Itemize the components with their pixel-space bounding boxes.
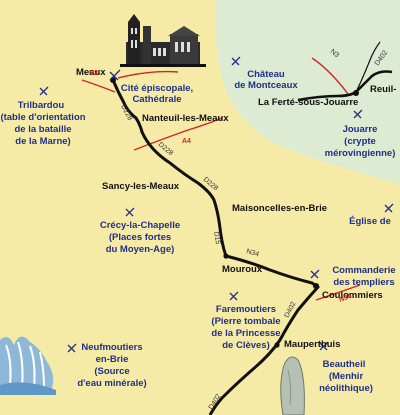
route-la-ferte — [297, 70, 393, 102]
svg-text:d'eau minérale): d'eau minérale) — [77, 378, 146, 389]
svg-text:de Montceaux: de Montceaux — [234, 80, 298, 91]
town-dot-coulommiers — [313, 283, 319, 289]
marker-faremoutiers — [229, 291, 239, 301]
town-label-maisoncelles: Maisoncelles-en-Brie — [232, 203, 327, 214]
town-label-sancy: Sancy-les-Meaux — [102, 181, 180, 192]
road-n34-east — [315, 284, 361, 301]
town-label-mouroux: Mouroux — [222, 264, 263, 275]
site-label-neufmoutiers: Neufmoutiers en-Brie (Source d'eau minér… — [77, 342, 146, 389]
road-label-n34: N34 — [245, 248, 259, 258]
svg-text:de la Princesse: de la Princesse — [211, 328, 280, 339]
town-label-nanteuil: Nanteuil-les-Meaux — [142, 113, 229, 124]
site-markers — [39, 56, 394, 353]
marker-chateau-montceaux — [231, 56, 241, 66]
svg-text:de Clèves): de Clèves) — [222, 340, 270, 351]
marker-beautheil — [319, 341, 329, 351]
svg-text:Cathédrale: Cathédrale — [132, 94, 181, 105]
site-label-commanderie: Commanderie des templiers — [332, 265, 395, 288]
town-dot-mouroux — [223, 253, 229, 259]
town-label-reuil: Reuil- — [370, 84, 396, 95]
site-label-eglise: Église de — [349, 216, 391, 227]
road-n3-east — [311, 57, 349, 95]
marker-crecy — [125, 207, 135, 217]
marker-cite-episcopale — [109, 69, 121, 81]
svg-text:mérovingienne): mérovingienne) — [325, 148, 396, 159]
svg-text:Cité épiscopale,: Cité épiscopale, — [121, 83, 193, 94]
town-label-mauperthuis: Mauperthuis — [284, 339, 340, 350]
road-label-a4: A4 — [182, 138, 191, 145]
svg-text:de la Marne): de la Marne) — [15, 136, 70, 147]
site-label-chateau-montceaux: Château de Montceaux — [234, 69, 298, 91]
svg-text:Église de: Église de — [349, 216, 391, 227]
road-label-n3-east: N3 — [329, 48, 340, 59]
svg-text:néolithique): néolithique) — [319, 383, 373, 394]
site-label-beautheil: Beautheil (Menhir néolithique) — [319, 359, 373, 394]
svg-text:Beautheil: Beautheil — [323, 359, 366, 370]
marker-trilbardou — [39, 86, 49, 96]
svg-text:(Pierre tombale: (Pierre tombale — [211, 316, 280, 327]
svg-text:Commanderie: Commanderie — [332, 265, 395, 276]
site-label-cite-episcopale: Cité épiscopale, Cathédrale — [121, 83, 193, 105]
svg-text:(Menhir: (Menhir — [329, 371, 364, 382]
svg-text:du Moyen-Age): du Moyen-Age) — [106, 244, 175, 255]
site-label-faremoutiers: Faremoutiers (Pierre tombale de la Princ… — [211, 304, 280, 351]
cathedral-icon — [120, 14, 206, 67]
svg-text:(Places fortes: (Places fortes — [109, 232, 171, 243]
svg-text:(table d'orientation: (table d'orientation — [0, 112, 85, 123]
road-d402-ne — [355, 41, 381, 93]
road-to-montceaux — [117, 70, 179, 79]
site-label-trilbardou: Trilbardou (table d'orientation de la ba… — [0, 100, 85, 147]
waterfall-icon — [0, 336, 56, 395]
svg-text:Faremoutiers: Faremoutiers — [216, 304, 276, 315]
site-label-jouarre: Jouarre (crypte mérovingienne) — [325, 124, 396, 159]
menhir-icon — [280, 356, 305, 415]
marker-neufmoutiers — [67, 343, 77, 353]
svg-text:(Source: (Source — [94, 366, 129, 377]
site-label-crecy: Crécy-la-Chapelle (Places fortes du Moye… — [100, 220, 180, 255]
road-label-d15: D15 — [212, 231, 221, 245]
marker-jouarre — [353, 109, 363, 119]
town-label-la-ferte: La Ferté-sous-Jouarre — [258, 97, 358, 108]
road-label-n3-west: N3 — [89, 70, 98, 77]
town-dot-mauperthuis — [274, 342, 280, 348]
forest-area — [215, 0, 400, 185]
marker-eglise — [384, 203, 394, 213]
svg-text:Neufmoutiers: Neufmoutiers — [81, 342, 142, 353]
main-route — [111, 79, 320, 415]
svg-text:Trilbardou: Trilbardou — [18, 100, 65, 111]
svg-text:en-Brie: en-Brie — [96, 354, 129, 365]
svg-text:de la bataille: de la bataille — [14, 124, 71, 135]
svg-text:des templiers: des templiers — [333, 277, 394, 288]
svg-text:Crécy-la-Chapelle: Crécy-la-Chapelle — [100, 220, 180, 231]
town-label-meaux: Meaux — [76, 67, 106, 78]
town-dot-la-ferte — [353, 90, 359, 96]
svg-text:Jouarre: Jouarre — [343, 124, 378, 135]
svg-text:Château: Château — [247, 69, 285, 80]
svg-text:(crypte: (crypte — [344, 136, 376, 147]
road-label-n34-east: N34 — [338, 293, 353, 304]
road-n3-west — [81, 79, 116, 93]
town-label-coulommiers: Coulommiers — [322, 290, 383, 301]
marker-commanderie — [310, 269, 320, 279]
